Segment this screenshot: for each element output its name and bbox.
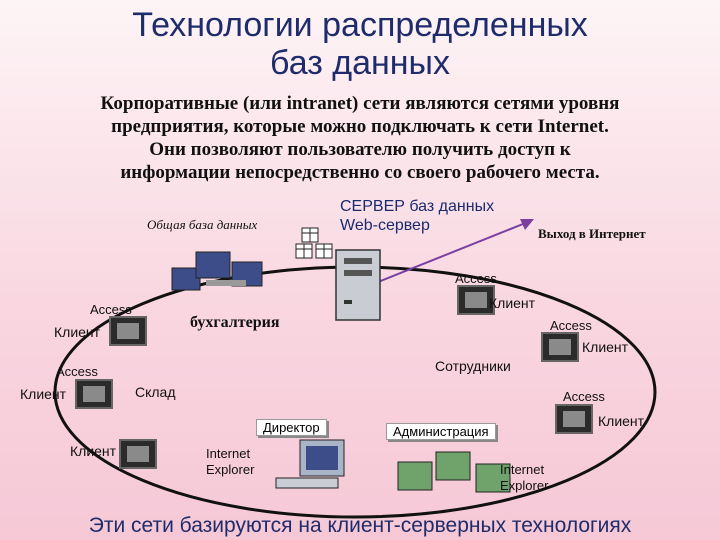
title-line-1: Технологии распределенных [132,6,588,44]
server-icon [335,249,381,321]
intro-text: Корпоративные (или intranet) сети являют… [20,92,700,184]
workstations-icon [171,251,263,291]
intro-line-2: предприятия, которые можно подключать к … [111,116,609,137]
access-label: Access [56,364,98,379]
client-label: Клиент [70,443,117,459]
administration-tag: Администрация [386,423,496,440]
employees-label: Сотрудники [435,358,511,374]
server-label-line-1: СЕРВЕР баз данных [340,198,495,215]
client-label: Клиент [598,413,645,429]
director-computer-icon [275,439,345,489]
client-label: Клиент [489,295,536,311]
client-label: Клиент [582,339,629,355]
common-db-label: Общая база данных [147,217,258,232]
access-label: Access [455,271,497,286]
intro-line-1: Корпоративные (или intranet) сети являют… [100,93,620,114]
administration-computers-icon [397,451,511,493]
access-label: Access [550,318,592,333]
database-table-icon [295,227,333,259]
ie-right-line-2: Explorer [500,478,549,493]
internet-arrow [377,219,534,283]
internet-explorer-label: Internet Explorer [206,446,254,478]
title-line-2: баз данных [270,44,450,82]
client-monitor-icon [109,316,147,346]
internet-exit-label: Выход в Интернет [538,226,646,241]
director-tag: Директор [256,419,327,436]
footer-text: Эти сети базируются на клиент-серверных … [88,514,632,537]
accounting-label: бухгалтерия [190,314,280,331]
warehouse-label: Склад [135,384,176,400]
ie-left-line-2: Explorer [206,462,255,477]
client-label: Клиент [20,386,67,402]
access-label: Access [563,389,605,404]
intro-line-4: информации непосредственно со своего раб… [120,162,600,183]
intro-line-3: Они позволяют пользователю получить дост… [149,139,571,160]
server-label-line-2: Web-сервер [340,217,430,234]
server-label: СЕРВЕР баз данных Web-сервер [340,197,494,235]
page-title: Технологии распределенных баз данных [0,6,720,82]
ie-left-line-1: Internet [206,446,251,461]
client-label: Клиент [54,324,101,340]
ie-right-line-1: Internet [500,462,545,477]
internet-explorer-label: Internet Explorer [500,462,548,494]
client-monitor-icon [555,404,593,434]
access-label: Access [90,302,132,317]
